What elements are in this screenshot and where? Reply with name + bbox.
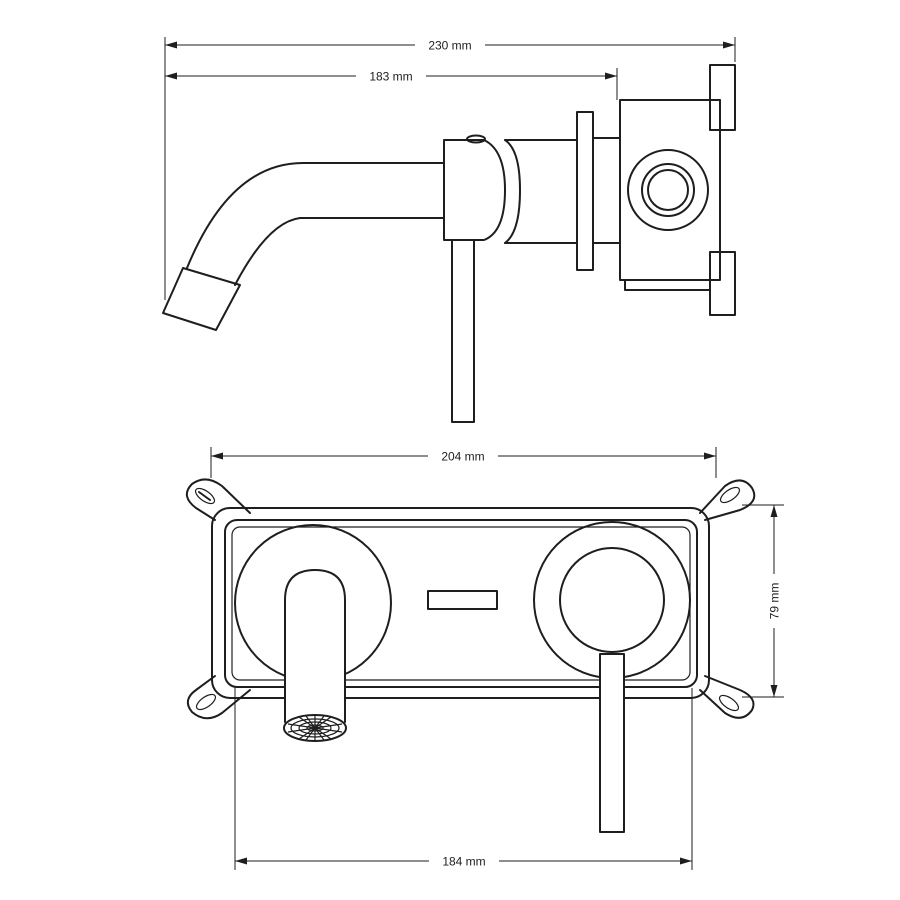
wall-box xyxy=(619,99,721,281)
handle-hub xyxy=(443,139,506,241)
mixer-cylinder xyxy=(504,139,578,244)
center-slot xyxy=(427,590,498,610)
mounting-ears xyxy=(185,478,756,720)
dim-spout-length: 183 mm xyxy=(369,70,412,84)
dim-overall-length: 230 mm xyxy=(428,39,471,53)
lever-handle xyxy=(451,239,475,423)
side-view xyxy=(162,64,736,423)
backing-plate xyxy=(211,507,710,699)
lever-front xyxy=(599,653,625,833)
inlet-ring-middle xyxy=(641,163,695,217)
dim-mounting-width: 204 mm xyxy=(441,450,484,464)
dimensions: 230 mm 183 mm 204 mm 79 mm 184 mm xyxy=(164,36,784,870)
front-view xyxy=(185,478,756,833)
spout xyxy=(186,162,445,286)
dim-plate-width: 184 mm xyxy=(442,855,485,869)
wall-flange xyxy=(576,111,594,271)
aerator-grid xyxy=(283,714,347,742)
inlet-ring-outer xyxy=(627,149,709,231)
handle-hub-front xyxy=(559,547,665,653)
inlet-ring-inner xyxy=(647,169,689,211)
spout-aerator xyxy=(162,267,241,331)
spout-front xyxy=(284,569,346,723)
bottom-bracket xyxy=(709,251,736,316)
cover-plate xyxy=(224,519,698,688)
dim-plate-height: 79 mm xyxy=(768,583,782,620)
top-bracket xyxy=(709,64,736,131)
